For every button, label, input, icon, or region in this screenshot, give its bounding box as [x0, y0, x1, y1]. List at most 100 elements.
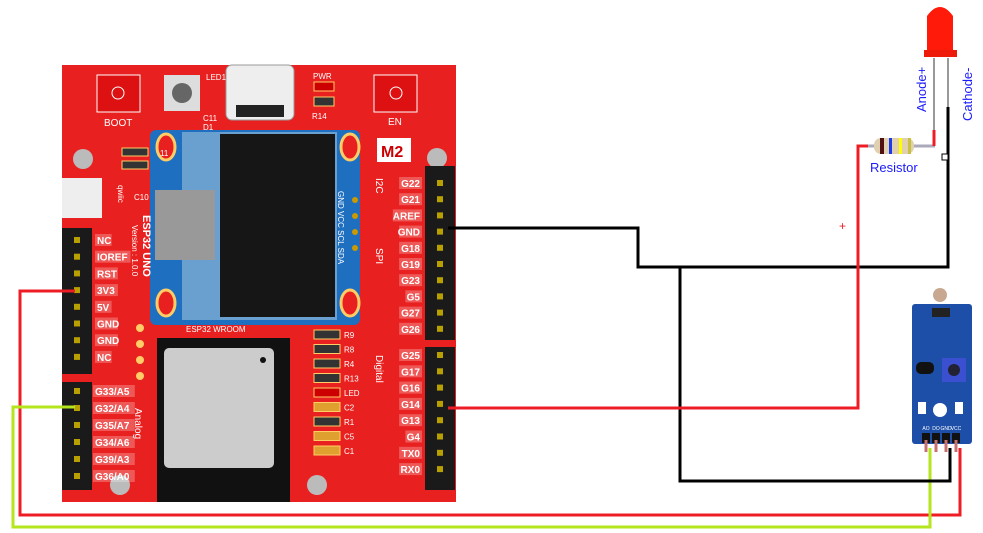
pin-label: G27 [401, 309, 420, 320]
mount-hole [307, 475, 327, 495]
analog-header [62, 382, 92, 490]
smd-component [313, 431, 341, 441]
sensor-pin [952, 433, 960, 443]
pwr-label: PWR [313, 72, 332, 81]
smd-component [313, 329, 341, 340]
pin-label: G33/A5 [95, 387, 130, 398]
board-version: Version : 1.0.0 [130, 225, 139, 277]
pin-label: G18 [401, 244, 420, 255]
sensor-pin [942, 433, 950, 443]
pin-label: G14 [401, 400, 420, 411]
power-header [62, 228, 92, 374]
header-pin [74, 287, 80, 294]
header-pin [74, 353, 80, 360]
spi-label: SPI [373, 248, 384, 264]
smd-component [313, 402, 341, 412]
header-pin [74, 253, 80, 260]
pin-label: GND [97, 320, 119, 331]
pin-label: NC [97, 236, 111, 247]
header-pin [74, 303, 80, 310]
smd-component [313, 416, 341, 427]
sensor-pin-label: AO [922, 426, 929, 432]
pin-label: G35/A7 [95, 421, 130, 432]
plus-mark: + [839, 219, 846, 233]
header-pin [437, 293, 443, 300]
m2-badge [377, 138, 411, 162]
r14-label: R14 [312, 112, 327, 121]
pin-label: G36/A0 [95, 472, 130, 483]
module-label: ESP32 WROOM [186, 325, 246, 334]
pin-label: TX0 [402, 449, 421, 460]
pin-label: G25 [401, 351, 420, 362]
component-label: C5 [344, 433, 355, 442]
photoresistor [933, 288, 947, 302]
header-pin [437, 212, 443, 219]
header-pin [437, 368, 443, 375]
pin-label: G26 [401, 325, 420, 336]
pin-label: G16 [401, 384, 420, 395]
header-pin [74, 237, 80, 243]
led: Anode+ Cathode- [914, 7, 975, 161]
wire-a4-to-sensor-ao [11, 405, 932, 529]
board-name: ESP32 UNO [140, 215, 152, 277]
header-pin [74, 388, 80, 394]
sensor-pin-label: VCC [951, 426, 962, 432]
mount-hole [427, 148, 447, 168]
header-pin [437, 196, 443, 203]
pin-label: RX0 [401, 465, 421, 476]
component-label: C2 [344, 404, 355, 413]
led1-label: LED1 [206, 73, 227, 82]
component-label: R1 [344, 418, 355, 427]
header-pin [437, 449, 443, 456]
resistor-label: Resistor [870, 160, 918, 175]
header-pin [437, 400, 443, 407]
pin-label: NC [97, 353, 111, 364]
oled-screen [220, 134, 335, 317]
component-label: R13 [344, 375, 359, 384]
d1-label: D1 [203, 123, 214, 132]
pin-label: 5V [97, 303, 110, 314]
pin-label: G21 [401, 195, 420, 206]
header-pin [437, 325, 443, 332]
sensor-pin [932, 433, 940, 443]
component-label: R8 [344, 346, 355, 355]
sensor-pin-label: DO [932, 426, 940, 432]
pin-label: 3V3 [97, 286, 115, 297]
header-pin [437, 384, 443, 391]
pin-label: G22 [401, 179, 420, 190]
led-body [927, 7, 953, 55]
boot-button [96, 74, 141, 113]
analog-label: Analog [132, 408, 143, 439]
pin-label: G39/A3 [95, 455, 130, 466]
pin-label: G5 [407, 292, 421, 303]
qwiic-connector [62, 178, 102, 218]
pin-label: G34/A6 [95, 438, 130, 449]
header-pin [437, 244, 443, 251]
digital-label: Digital [373, 355, 384, 383]
sensor-pin-label: GND [940, 426, 952, 432]
smd-component [313, 358, 341, 369]
header-pin [74, 422, 80, 428]
component-label: R9 [344, 331, 355, 340]
pin-label: AREF [393, 211, 420, 222]
pin-label: GND [97, 336, 119, 347]
smd-component [313, 387, 341, 398]
header-pin [437, 466, 443, 473]
header-pin [437, 180, 443, 186]
wire-g14-to-resistor [448, 144, 868, 410]
component-label: R4 [344, 360, 355, 369]
pin-label: G23 [401, 276, 420, 287]
smd-component [313, 344, 341, 354]
oled-pins-label: GND VCC SCL SDA [336, 191, 345, 265]
wires: + [11, 107, 962, 529]
smd-component [313, 373, 341, 383]
header-pin [74, 320, 80, 327]
c10-label: C10 [134, 193, 149, 202]
pin-label: G32/A4 [95, 404, 130, 415]
component-label: C1 [344, 447, 355, 456]
resistor: Resistor [868, 130, 936, 175]
wire-gnd-to-sensor-gnd [678, 267, 952, 483]
en-label: EN [388, 117, 402, 128]
